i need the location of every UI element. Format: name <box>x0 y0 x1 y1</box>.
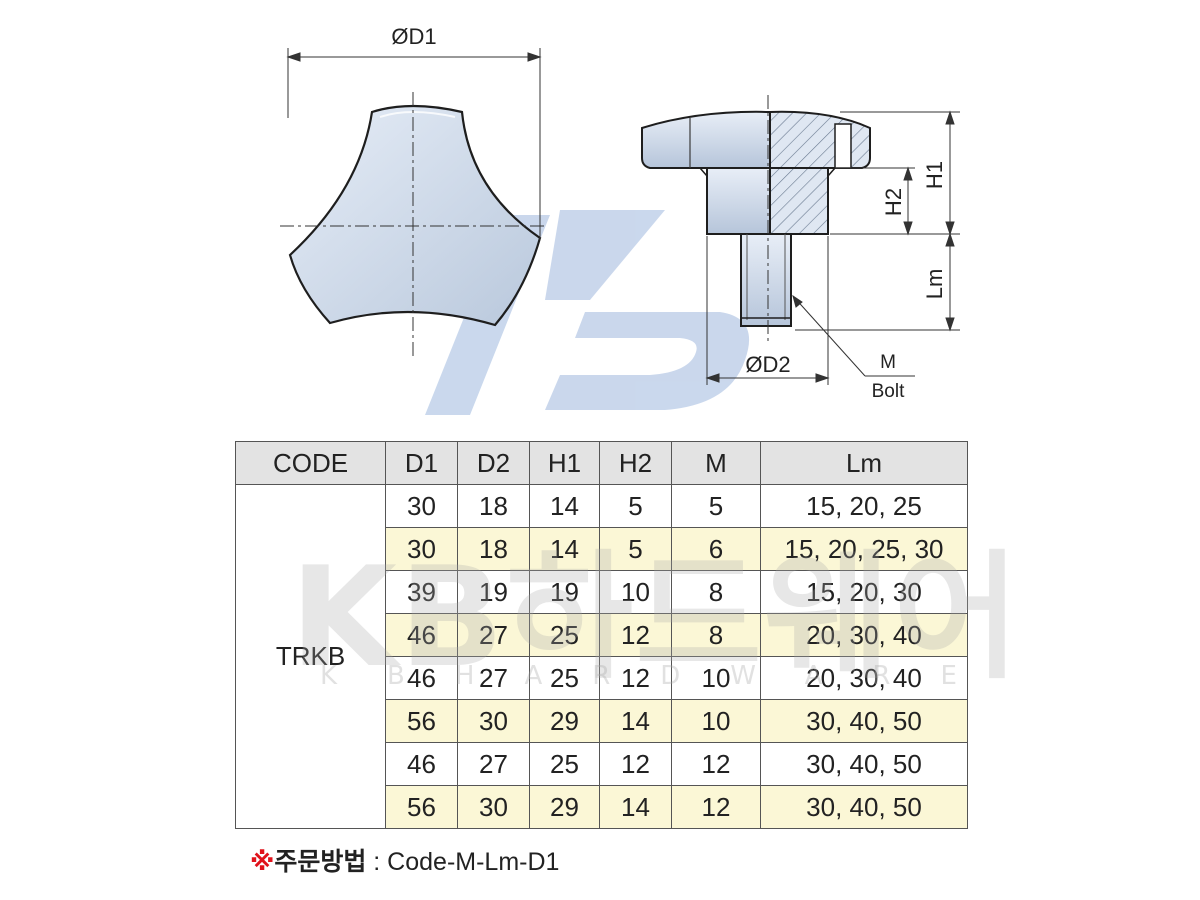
cell-d2: 30 <box>457 785 530 829</box>
cell-h2: 10 <box>599 570 672 614</box>
knob-top-view <box>280 92 548 360</box>
cell-h1: 25 <box>529 613 600 657</box>
cell-m: 6 <box>671 527 761 571</box>
cell-h1: 14 <box>529 484 600 528</box>
cell-m: 12 <box>671 785 761 829</box>
code-cell: TRKB <box>235 484 386 829</box>
table-row: 30 18 14 5 6 15, 20, 25, 30 <box>236 527 968 571</box>
cell-d1: 30 <box>385 484 458 528</box>
cell-lm: 15, 20, 25, 30 <box>760 527 968 571</box>
cell-m: 10 <box>671 699 761 743</box>
cell-m: 8 <box>671 613 761 657</box>
table-row: 56 30 29 14 12 30, 40, 50 <box>236 785 968 829</box>
cell-h1: 25 <box>529 742 600 786</box>
cell-d2: 19 <box>457 570 530 614</box>
cell-lm: 30, 40, 50 <box>760 785 968 829</box>
cell-h2: 12 <box>599 613 672 657</box>
cell-d1: 39 <box>385 570 458 614</box>
technical-drawing: ØD1 H1 H2 Lm <box>280 24 960 415</box>
cell-h1: 25 <box>529 656 600 700</box>
cell-lm: 15, 20, 30 <box>760 570 968 614</box>
header-h1: H1 <box>529 441 600 485</box>
cell-h2: 14 <box>599 785 672 829</box>
header-code: CODE <box>235 441 386 485</box>
cell-d1: 30 <box>385 527 458 571</box>
cell-d2: 27 <box>457 656 530 700</box>
cell-lm: 20, 30, 40 <box>760 656 968 700</box>
cell-h2: 5 <box>599 484 672 528</box>
order-separator: : <box>366 848 388 876</box>
cell-m: 10 <box>671 656 761 700</box>
dimension-d1 <box>286 48 542 240</box>
cell-h2: 14 <box>599 699 672 743</box>
cell-h2: 12 <box>599 742 672 786</box>
cell-h1: 29 <box>529 785 600 829</box>
table-row: 56 30 29 14 10 30, 40, 50 <box>236 699 968 743</box>
cell-h1: 14 <box>529 527 600 571</box>
cell-h1: 19 <box>529 570 600 614</box>
cell-d1: 56 <box>385 699 458 743</box>
cell-d1: 56 <box>385 785 458 829</box>
bolt-leader <box>792 294 915 377</box>
cell-m: 5 <box>671 484 761 528</box>
table-row: TRKB 30 18 14 5 5 15, 20, 25 <box>235 484 968 829</box>
label-d2: ØD2 <box>745 352 790 377</box>
header-h2: H2 <box>599 441 672 485</box>
table-row: 46 27 25 12 8 20, 30, 40 <box>236 613 968 657</box>
header-d1: D1 <box>385 441 458 485</box>
label-h1: H1 <box>922 161 947 189</box>
cell-m: 8 <box>671 570 761 614</box>
cell-lm: 30, 40, 50 <box>760 699 968 743</box>
cell-d1: 46 <box>385 742 458 786</box>
cell-d1: 46 <box>385 656 458 700</box>
cell-d2: 27 <box>457 742 530 786</box>
header-lm: Lm <box>760 441 968 485</box>
cell-d1: 46 <box>385 613 458 657</box>
label-m: M <box>880 352 896 373</box>
header-d2: D2 <box>457 441 530 485</box>
cell-d2: 18 <box>457 484 530 528</box>
cell-d2: 27 <box>457 613 530 657</box>
knob-side-view <box>641 95 871 345</box>
cell-h2: 5 <box>599 527 672 571</box>
label-lm: Lm <box>922 269 947 300</box>
cell-m: 12 <box>671 742 761 786</box>
reference-mark-icon: ※ <box>250 848 275 876</box>
header-m: M <box>671 441 761 485</box>
cell-d2: 18 <box>457 527 530 571</box>
spec-table: CODE D1 D2 H1 H2 M Lm TRKB 30 18 14 5 5 … <box>235 441 968 829</box>
cell-h1: 29 <box>529 699 600 743</box>
cell-d2: 30 <box>457 699 530 743</box>
cell-h2: 12 <box>599 656 672 700</box>
order-format: Code-M-Lm-D1 <box>387 848 560 876</box>
dimension-h1-h2-lm <box>795 110 960 332</box>
dimension-d2 <box>705 236 830 385</box>
label-h2: H2 <box>881 188 906 216</box>
table-header-row: CODE D1 D2 H1 H2 M Lm <box>235 441 968 485</box>
order-method-label: 주문방법 <box>274 848 367 876</box>
cell-lm: 15, 20, 25 <box>760 484 968 528</box>
label-d1: ØD1 <box>391 24 436 49</box>
table-row: 46 27 25 12 10 20, 30, 40 <box>236 656 968 700</box>
label-bolt: Bolt <box>872 381 905 402</box>
order-method-line: ※주문방법 : Code-M-Lm-D1 <box>250 842 559 878</box>
cell-lm: 30, 40, 50 <box>760 742 968 786</box>
cell-lm: 20, 30, 40 <box>760 613 968 657</box>
